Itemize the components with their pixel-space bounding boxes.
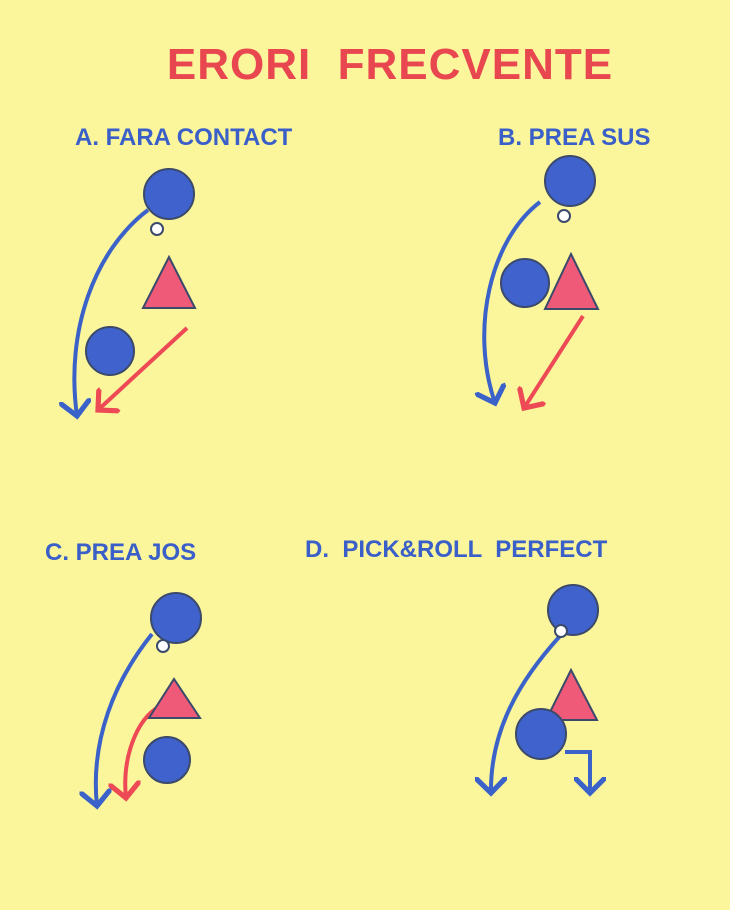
screener-player — [143, 736, 191, 784]
ball-icon — [156, 639, 170, 653]
panel-d-diagram — [491, 584, 599, 793]
defender-path-arrow — [524, 314, 585, 408]
panel-d-label: D. PICK&ROLL PERFECT — [305, 536, 608, 563]
screener-path-arrow — [96, 632, 154, 806]
defender-path-arrow — [98, 326, 189, 410]
defender-triangle — [543, 251, 600, 310]
ball-icon — [554, 624, 568, 638]
screener-path-arrow — [491, 634, 562, 793]
ball-handler-player — [544, 155, 596, 207]
screener-path-arrow — [74, 208, 150, 416]
panel-b-label: B. PREA SUS — [498, 124, 651, 151]
roll-path-arrow — [565, 750, 590, 793]
panel-c-label: C. PREA JOS — [45, 539, 197, 566]
screener-path-arrow — [484, 200, 542, 403]
panel-b-diagram — [484, 155, 600, 408]
panel-a-label: A. FARA CONTACT — [75, 124, 293, 151]
defender-triangle — [141, 254, 197, 309]
defender-triangle — [544, 667, 599, 721]
ball-handler-player — [547, 584, 599, 636]
ball-icon — [557, 209, 571, 223]
screener-player — [500, 258, 550, 308]
page-title: ERORI FRECVENTE — [166, 40, 614, 89]
ball-handler-player — [143, 168, 195, 220]
panel-a-diagram — [74, 168, 197, 416]
panel-c-diagram — [96, 592, 202, 806]
screener-player — [85, 326, 135, 376]
ball-icon — [150, 222, 164, 236]
screener-player — [515, 708, 567, 760]
ball-handler-player — [150, 592, 202, 644]
defender-triangle — [147, 677, 202, 719]
